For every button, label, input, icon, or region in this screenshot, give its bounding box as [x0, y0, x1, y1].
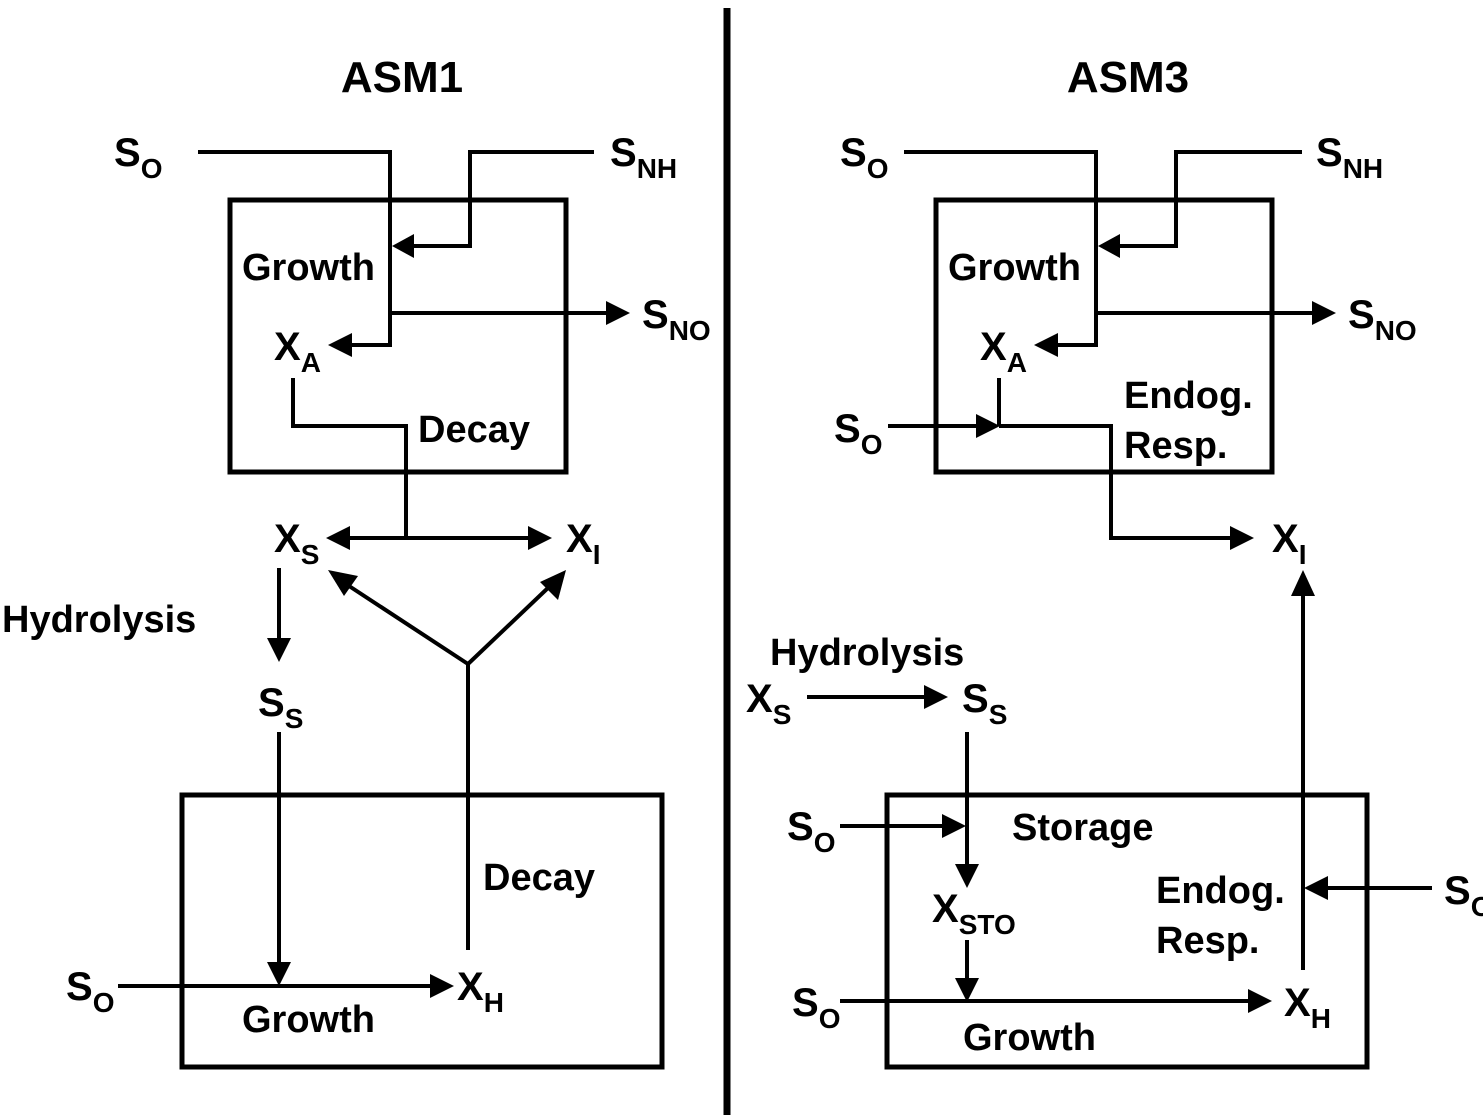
- asm3-resp-to-xi-line: [999, 424, 1232, 540]
- asm1-auto-decay-label: Decay: [418, 409, 530, 451]
- asm3-xsto: XSTO: [932, 887, 1016, 940]
- asm3-sno-arrowhead: [1312, 301, 1336, 325]
- asm1-snh: SNH: [610, 131, 677, 184]
- asm3-snh-line: [1118, 150, 1302, 248]
- svg-text:SO: SO: [787, 805, 835, 858]
- asm3-so-resp-h: SO: [1444, 869, 1483, 922]
- asm3-so-storage-arrowhead: [942, 814, 966, 838]
- asm3-autotroph-box: [933, 197, 1275, 475]
- asm1-xa-arrowhead: [328, 333, 352, 357]
- svg-text:SO: SO: [66, 965, 114, 1018]
- asm3-ss-arrowhead: [924, 685, 948, 709]
- svg-text:SNH: SNH: [610, 131, 677, 184]
- asm3-xsto-growth-arrowhead: [955, 978, 979, 1002]
- asm1-xs: XS: [274, 517, 319, 570]
- asm3-so-to-xa-line: [904, 150, 1098, 347]
- asm3-xa: XA: [980, 325, 1027, 378]
- svg-text:SNH: SNH: [1316, 131, 1383, 184]
- asm3-het-resp-label: Resp.: [1156, 920, 1259, 962]
- asm1-xs-arrowhead: [326, 526, 350, 550]
- asm3-snh-arrowhead: [1098, 234, 1120, 258]
- asm3-xi-arrowhead: [1230, 526, 1254, 550]
- svg-text:XA: XA: [980, 325, 1027, 378]
- asm3-so-growth: SO: [792, 981, 840, 1034]
- asm3-auto-endog-label: Endog.: [1124, 375, 1253, 417]
- svg-text:XH: XH: [457, 965, 504, 1018]
- svg-text:XS: XS: [746, 677, 791, 730]
- asm1-autotroph-box: [227, 197, 569, 475]
- asm3-storage-label: Storage: [1012, 807, 1153, 849]
- asm3-xi: XI: [1272, 517, 1306, 570]
- asm3-sno: SNO: [1348, 293, 1417, 346]
- asm3-hydrolysis-label: Hydrolysis: [770, 632, 964, 674]
- asm3-het-growth-label: Growth: [963, 1017, 1096, 1059]
- svg-text:SS: SS: [258, 681, 303, 734]
- asm3-so-resp-h-arrowhead: [1304, 876, 1328, 900]
- asm1-so-to-xa-line: [198, 150, 392, 347]
- svg-text:XS: XS: [274, 517, 319, 570]
- asm3-xh-xi-arrowhead: [1291, 570, 1315, 596]
- svg-text:SO: SO: [792, 981, 840, 1034]
- asm1-auto-growth-label: Growth: [242, 247, 375, 289]
- svg-text:SNO: SNO: [642, 293, 711, 346]
- asm3-title: ASM3: [1067, 53, 1189, 102]
- asm1-het-xs-arrowhead: [328, 570, 358, 596]
- asm1-hydrolysis-label: Hydrolysis: [2, 599, 196, 641]
- asm3-xh-arrowhead: [1248, 989, 1272, 1013]
- asm3-auto-resp-label: Resp.: [1124, 425, 1227, 467]
- asm1-snh-line: [412, 150, 594, 248]
- asm1-xh-arrowhead: [430, 974, 454, 998]
- asm3-xh: XH: [1284, 981, 1331, 1034]
- asm1-ss-growth-arrowhead: [267, 962, 291, 986]
- asm3-xs: XS: [746, 677, 791, 730]
- asm1-het-growth-label: Growth: [242, 999, 375, 1041]
- asm3-so-top: SO: [840, 131, 888, 184]
- asm1-xi-arrowhead: [528, 526, 552, 550]
- asm1-title: ASM1: [341, 53, 463, 102]
- svg-text:XA: XA: [274, 325, 321, 378]
- svg-text:SS: SS: [962, 677, 1007, 730]
- asm1-xh: XH: [457, 965, 504, 1018]
- asm3-so-resp-a: SO: [834, 407, 882, 460]
- asm1-auto-decay-line: [291, 378, 408, 538]
- asm3-ss: SS: [962, 677, 1007, 730]
- asm3-heterotroph-box: [884, 792, 1370, 1070]
- asm1-ss: SS: [258, 681, 303, 734]
- svg-text:SO: SO: [114, 131, 162, 184]
- svg-text:SNO: SNO: [1348, 293, 1417, 346]
- asm1-het-decay-to-xs: [344, 582, 470, 666]
- asm1-so-top: SO: [114, 131, 162, 184]
- svg-text:SO: SO: [1444, 869, 1483, 922]
- svg-text:XH: XH: [1284, 981, 1331, 1034]
- asm1-so-bottom: SO: [66, 965, 114, 1018]
- asm3-panel: ASM3 Growth Endog. Resp. SO SNH SNO XA: [746, 53, 1483, 1070]
- asm1-het-decay-label: Decay: [483, 857, 595, 899]
- asm1-het-xi-arrowhead: [540, 570, 566, 600]
- svg-text:SO: SO: [840, 131, 888, 184]
- asm1-heterotroph-box: [179, 792, 665, 1070]
- asm1-snh-arrowhead: [392, 234, 414, 258]
- svg-text:XI: XI: [1272, 517, 1306, 570]
- asm1-sno-arrowhead: [606, 301, 630, 325]
- svg-text:XI: XI: [566, 517, 600, 570]
- asm3-xsto-arrowhead: [955, 864, 979, 888]
- asm3-xa-arrowhead: [1034, 333, 1058, 357]
- asm1-sno: SNO: [642, 293, 711, 346]
- asm1-xa: XA: [274, 325, 321, 378]
- asm3-so-storage: SO: [787, 805, 835, 858]
- asm1-het-decay-to-xi: [466, 584, 552, 666]
- asm1-ss-arrowhead: [267, 638, 291, 662]
- asm3-het-endog-label: Endog.: [1156, 870, 1285, 912]
- asm1-panel: ASM1 Growth Decay SO SNH SNO XA: [2, 53, 711, 1070]
- asm3-so-resp-a-arrowhead: [976, 414, 1000, 438]
- asm1-xi: XI: [566, 517, 600, 570]
- asm3-snh: SNH: [1316, 131, 1383, 184]
- svg-text:SO: SO: [834, 407, 882, 460]
- svg-text:XSTO: XSTO: [932, 887, 1016, 940]
- asm3-auto-growth-label: Growth: [948, 247, 1081, 289]
